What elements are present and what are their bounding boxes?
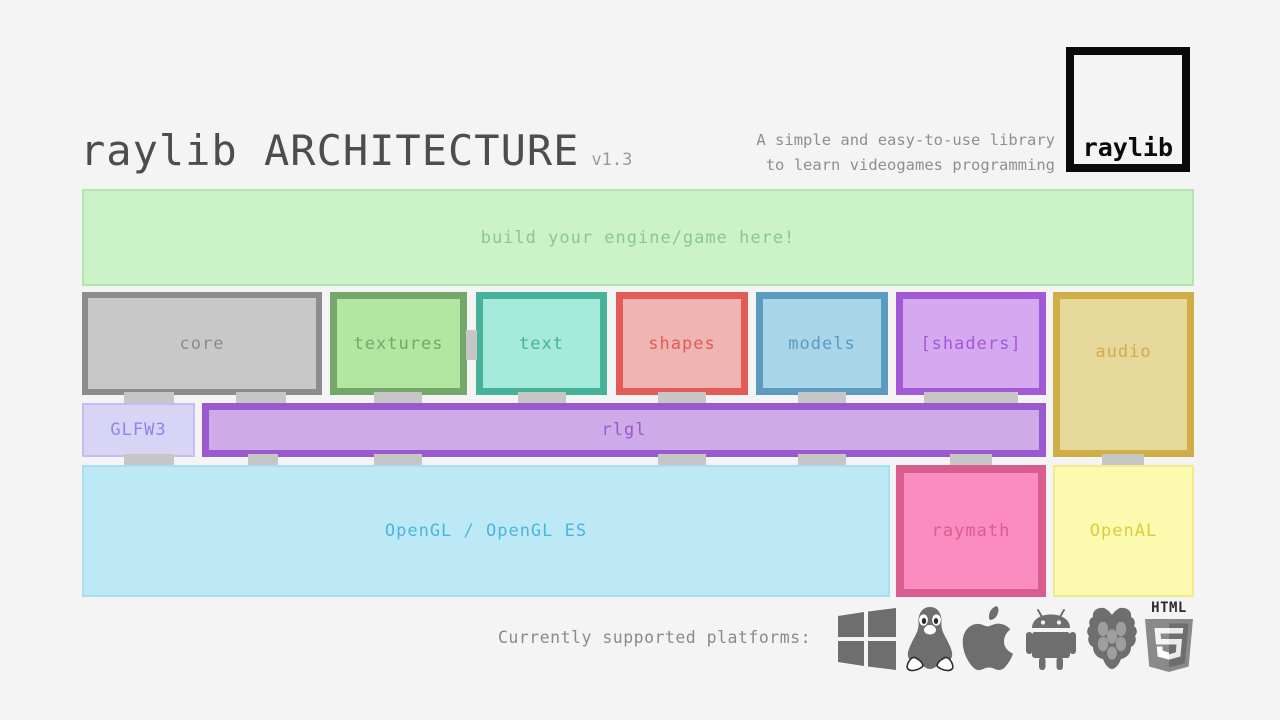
lowlevel-opengl: OpenGL / OpenGL ES bbox=[82, 465, 890, 597]
module-audio-label: audio bbox=[1095, 342, 1152, 362]
raspberrypi-icon bbox=[1087, 607, 1137, 669]
backend-glfw3: GLFW3 bbox=[82, 403, 195, 457]
linux-icon bbox=[906, 607, 954, 672]
lowlevel-openal-label: OpenAL bbox=[1089, 521, 1158, 541]
connector-tab-rlgl-c bbox=[658, 454, 706, 465]
connector-tab-textures bbox=[374, 392, 422, 403]
module-core-label: core bbox=[179, 333, 225, 354]
tagline: A simple and easy-to-use library to lear… bbox=[710, 128, 1055, 178]
module-models: models bbox=[756, 292, 888, 395]
backend-rlgl-label: rlgl bbox=[601, 420, 647, 440]
android-icon bbox=[1026, 609, 1076, 670]
connector-tab-rlgl-b bbox=[374, 454, 422, 465]
module-shapes: shapes bbox=[616, 292, 748, 395]
lowlevel-raymath: raymath bbox=[896, 465, 1046, 597]
connector-tab-rlgl-a bbox=[248, 454, 278, 465]
module-models-label: models bbox=[788, 333, 856, 354]
module-textures: textures bbox=[330, 292, 467, 395]
connector-tab-text bbox=[518, 392, 566, 403]
connector-tab-core-right bbox=[236, 392, 286, 403]
user-layer-box: build your engine/game here! bbox=[82, 189, 1194, 286]
backend-rlgl: rlgl bbox=[202, 403, 1046, 457]
module-shapes-label: shapes bbox=[648, 333, 716, 354]
module-core: core bbox=[82, 292, 322, 395]
module-text: text bbox=[476, 292, 607, 395]
connector-tab-shapes bbox=[658, 392, 706, 403]
raylib-logo-text: raylib bbox=[1082, 133, 1173, 162]
html5-wordmark: HTML bbox=[1151, 600, 1187, 616]
connector-tab-textures-text bbox=[466, 330, 477, 360]
html5-icon: HTML bbox=[1142, 600, 1196, 672]
module-shaders-label: [shaders] bbox=[920, 333, 1022, 354]
module-shaders: [shaders] bbox=[896, 292, 1046, 395]
version-label: v1.3 bbox=[591, 150, 633, 170]
lowlevel-opengl-label: OpenGL / OpenGL ES bbox=[384, 521, 588, 541]
module-textures-label: textures bbox=[353, 333, 444, 354]
tagline-line-1: A simple and easy-to-use library bbox=[756, 131, 1055, 149]
module-text-label: text bbox=[519, 333, 564, 354]
windows-icon bbox=[838, 608, 896, 670]
connector-tab-audio-openal bbox=[1102, 454, 1144, 465]
tagline-line-2: to learn videogames programming bbox=[765, 156, 1055, 174]
user-layer-label: build your engine/game here! bbox=[480, 227, 796, 248]
connector-tab-rlgl-raymath bbox=[950, 454, 992, 465]
connector-tab-glfw3-bottom bbox=[124, 454, 174, 465]
page-title-text: raylib ARCHITECTURE bbox=[80, 126, 580, 175]
connector-tab-models bbox=[798, 392, 846, 403]
apple-icon bbox=[962, 606, 1013, 671]
raylib-logo: raylib bbox=[1066, 47, 1190, 172]
connector-tab-core-left bbox=[124, 392, 174, 403]
connector-tab-shaders bbox=[924, 392, 1018, 403]
module-audio: audio bbox=[1053, 292, 1194, 457]
lowlevel-raymath-label: raymath bbox=[931, 521, 1011, 541]
lowlevel-openal: OpenAL bbox=[1053, 465, 1194, 597]
connector-tab-rlgl-d bbox=[798, 454, 846, 465]
platforms-label: Currently supported platforms: bbox=[498, 628, 812, 647]
backend-glfw3-label: GLFW3 bbox=[110, 420, 167, 440]
